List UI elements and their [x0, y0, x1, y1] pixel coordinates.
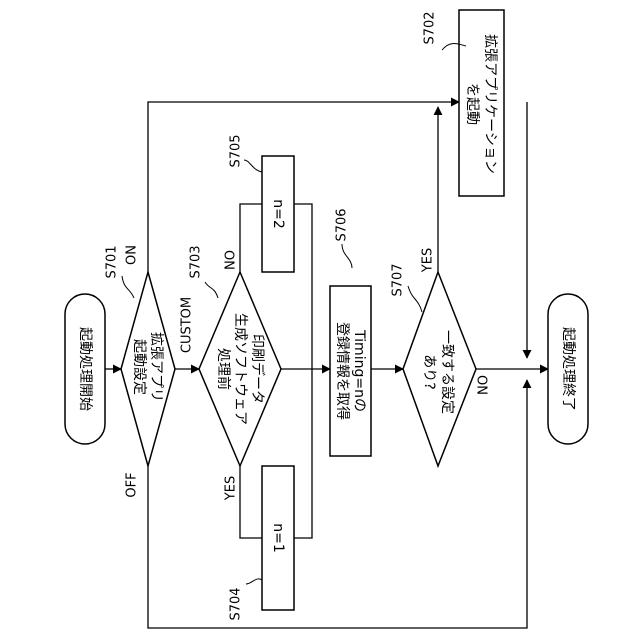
- end-label: 起動処理終了: [560, 327, 576, 411]
- edge-n2-merge: [294, 204, 312, 369]
- s703-label-line3: 処理前: [215, 348, 232, 390]
- leader-s704: [246, 579, 262, 584]
- step-id-s702: S702: [423, 11, 438, 44]
- step-id-s705: S705: [229, 134, 244, 167]
- edge-s703-yes: [240, 466, 262, 538]
- branch-no-707-label: NO: [477, 375, 492, 395]
- leader-s706: [342, 244, 352, 268]
- s704-label: n=1: [270, 523, 286, 553]
- s705-label: n=2: [270, 199, 286, 229]
- branch-yes-703-label: YES: [224, 476, 239, 501]
- s703-label-line2: 生成ソフトウェア: [232, 313, 248, 425]
- step-id-s703: S703: [189, 245, 204, 278]
- step-id-s701: S701: [105, 245, 120, 278]
- s707-label-line2: あり?: [421, 354, 437, 389]
- s702-label-line2: を起動: [464, 83, 480, 125]
- leader-s705: [244, 160, 262, 172]
- s707-label-line1: 一致する設定: [439, 330, 455, 414]
- step-id-s706: S706: [335, 208, 350, 241]
- branch-custom-label: CUSTOM: [180, 297, 195, 353]
- start-label: 起動処理開始: [77, 327, 93, 411]
- leader-s703: [205, 282, 218, 298]
- s702-label-line1: 拡張アプリケーション: [482, 34, 498, 174]
- branch-on-label: ON: [125, 245, 140, 265]
- s706-label-line1: Timing=nの: [351, 329, 367, 412]
- branch-no-703-label: NO: [224, 250, 239, 270]
- step-id-s707: S707: [391, 263, 406, 296]
- step-id-s704: S704: [229, 587, 244, 620]
- branch-yes-707-label: YES: [421, 248, 436, 273]
- leader-s701: [122, 276, 134, 298]
- s701-decision: [121, 272, 175, 466]
- s701-label-line2: 起動設定: [131, 339, 147, 395]
- leader-s707: [408, 286, 422, 312]
- branch-off-label: OFF: [125, 472, 140, 497]
- s703-label-line1: 印刷データ: [249, 334, 266, 404]
- s706-label-line2: 登録情報を取得: [334, 322, 351, 420]
- s701-label-line1: 拡張アプリ: [148, 332, 164, 402]
- shapes: [65, 10, 588, 610]
- edge-s703-no: [240, 204, 262, 272]
- edge-n1-merge: [294, 369, 312, 538]
